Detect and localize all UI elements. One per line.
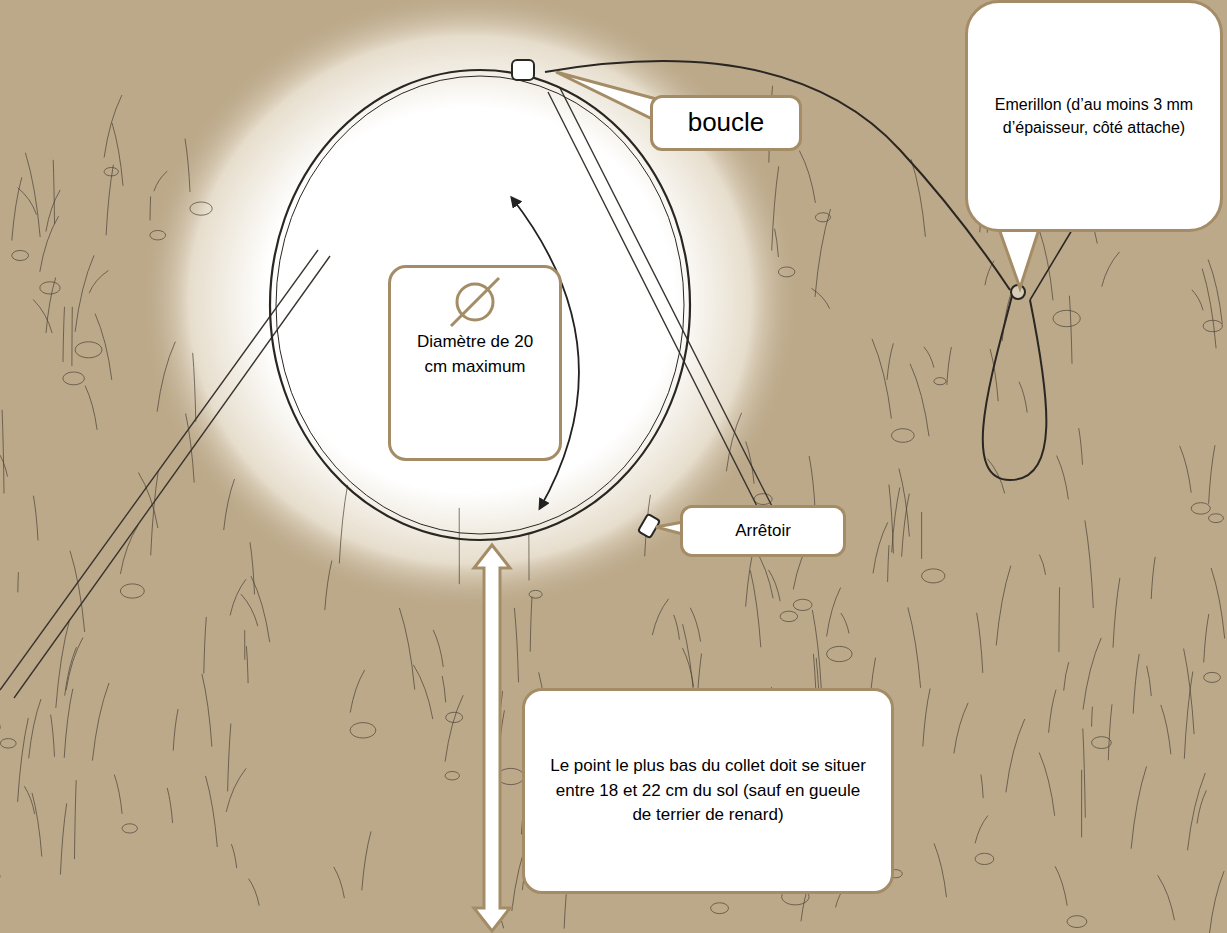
callout-text: Arrêtoir — [735, 519, 791, 544]
loop-callout: boucle — [650, 95, 802, 151]
swivel-tail — [998, 226, 1040, 288]
height-note: Le point le plus bas du collet doit se s… — [522, 688, 894, 894]
swivel-callout: Emerillon (d’au moins 3 mm d’épaisseur, … — [965, 0, 1223, 232]
stop-callout: Arrêtoir — [680, 505, 846, 557]
swivel — [1011, 285, 1025, 299]
diameter-symbol — [445, 274, 505, 330]
snare-loop — [270, 70, 690, 540]
height-arrow — [474, 545, 510, 931]
loop-eye — [512, 60, 534, 80]
text-group: Emerillon (d’au moins 3 mm d’épaisseur, … — [990, 93, 1198, 139]
callout-text: Le point le plus bas du collet doit se s… — [545, 754, 871, 828]
support-sticks — [0, 88, 780, 698]
snare-lead — [545, 61, 1010, 290]
diameter-slash — [451, 278, 499, 326]
callout-text: Emerillon (d’au moins 3 mm d’épaisseur, … — [990, 93, 1198, 139]
snare-loop-inner — [276, 76, 684, 534]
anchor-loop — [983, 296, 1047, 480]
text-group: boucle — [688, 104, 765, 142]
text-group: Le point le plus bas du collet doit se s… — [545, 754, 871, 828]
callout-text: boucle — [688, 104, 765, 142]
diameter-box: Diamètre de 20 cm maximum — [388, 265, 562, 461]
callout-text: Diamètre de 20 cm maximum — [407, 330, 543, 379]
right-stick — [548, 88, 780, 528]
text-group: Arrêtoir — [735, 519, 791, 544]
left-stick — [0, 250, 330, 698]
text-group: Diamètre de 20 cm maximum — [407, 330, 543, 379]
